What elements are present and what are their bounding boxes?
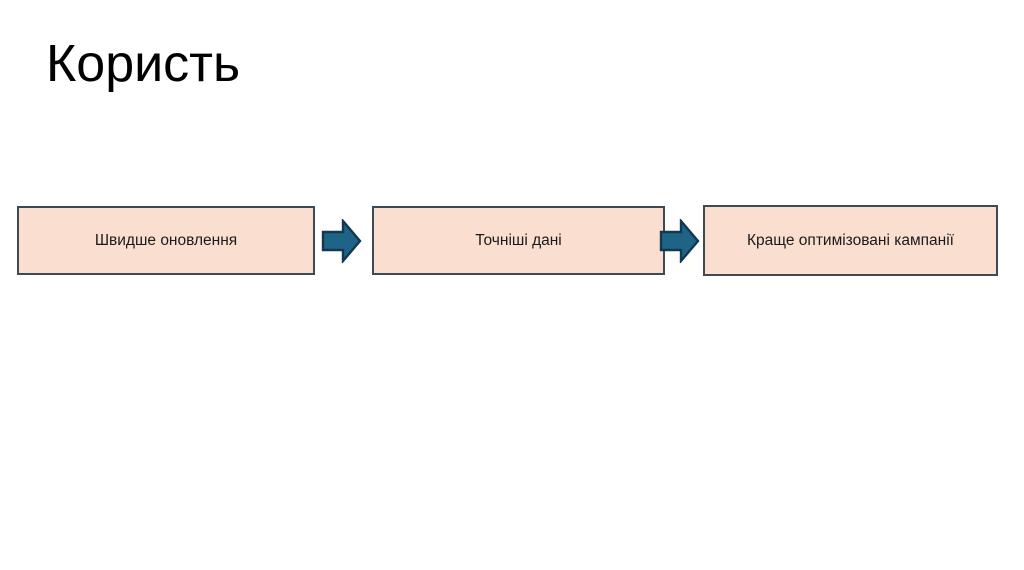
right-arrow-icon [659, 219, 700, 263]
flow-step-label-2: Точніші дані [475, 232, 562, 249]
flow-step-box-1[interactable]: Швидше оновлення [17, 206, 315, 275]
flow-step-label-3: Краще оптимізовані кампанії [747, 232, 954, 249]
flow-step-label-1: Швидше оновлення [94, 232, 238, 249]
right-arrow-icon [321, 219, 362, 263]
flow-step-box-3[interactable]: Краще оптимізовані кампанії [703, 205, 998, 276]
page-title: Користь [46, 35, 241, 93]
flow-step-box-2[interactable]: Точніші дані [372, 206, 665, 275]
